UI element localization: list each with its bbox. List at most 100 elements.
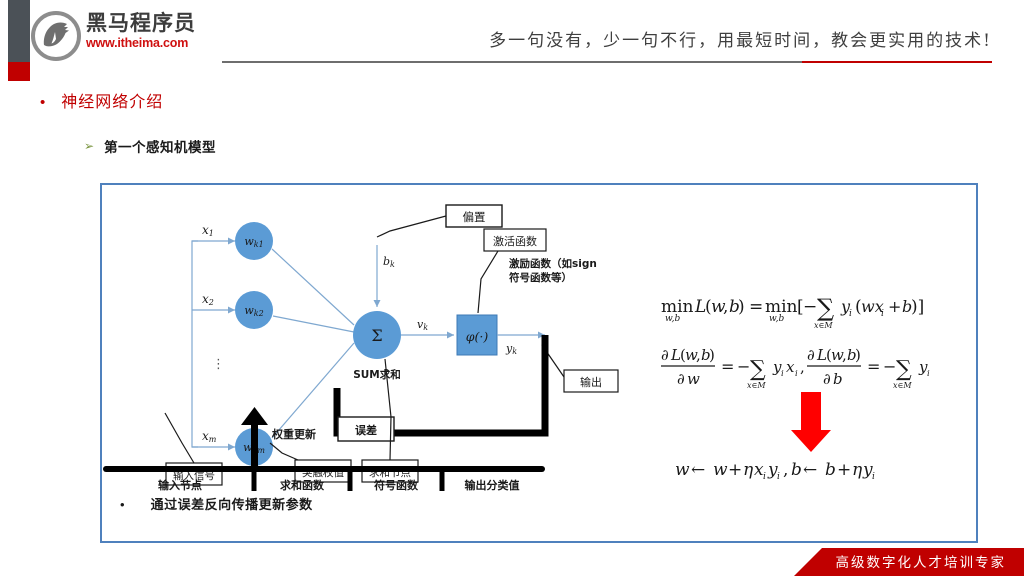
input-ellipsis-icon: ⋮ [212, 357, 225, 372]
chevron-right-icon: ➢ [84, 139, 95, 153]
svg-text:b: b [833, 370, 843, 388]
section-label-2: 符号函数 [374, 478, 419, 492]
svg-text:w,b: w,b [769, 314, 784, 324]
input-label-xm: xm [202, 429, 217, 444]
svg-text:∑: ∑ [817, 294, 834, 322]
svg-text:y: y [840, 297, 851, 316]
section-label-0: 输入节点 [158, 478, 202, 492]
header-rule-gray [222, 61, 802, 63]
svg-text:x∈M: x∈M [893, 381, 912, 390]
svg-text:y: y [767, 460, 778, 480]
svg-text:b: b [791, 460, 802, 480]
svg-text:+: + [837, 460, 851, 480]
sum-caption: SUM求和 [353, 368, 401, 381]
activation-function-box [483, 228, 547, 252]
svg-text:w: w [685, 346, 698, 364]
svg-text:min: min [765, 297, 798, 317]
svg-text:b: b [825, 460, 836, 480]
svg-text:激活函数: 激活函数 [493, 234, 537, 248]
svg-text:x: x [786, 358, 795, 376]
svg-text:min: min [661, 297, 694, 317]
svg-text:误差: 误差 [355, 423, 377, 437]
footer-slogan: 高级数字化人才培训专家 [835, 555, 1006, 571]
svg-text:∂: ∂ [807, 346, 815, 364]
svg-text:x: x [754, 460, 764, 480]
svg-text:输入信号: 输入信号 [173, 469, 215, 482]
logo-chinese-name: 黑马程序员 [86, 11, 196, 35]
svg-text:b: b [729, 297, 740, 317]
svg-text:): ) [738, 297, 745, 317]
svg-text:∂: ∂ [823, 370, 831, 388]
section-label-1: 求和函数 [280, 478, 325, 492]
svg-text:i: i [849, 309, 852, 319]
section-heading-level2-label: 第一个感知机模型 [104, 140, 217, 156]
svg-text:x∈M: x∈M [747, 381, 766, 390]
svg-text:∂: ∂ [661, 346, 669, 364]
sum-node [353, 311, 401, 359]
y-symbol: yk [505, 342, 517, 356]
svg-text:−: − [883, 357, 896, 376]
svg-text:(: ( [855, 297, 862, 317]
section-heading-level1: • 神经网络介绍 [40, 88, 163, 112]
section-heading-level1-label: 神经网络介绍 [61, 92, 164, 111]
v-symbol: vk [417, 318, 428, 332]
svg-text:,: , [783, 460, 788, 480]
svg-text:y: y [918, 358, 928, 376]
svg-text:,: , [723, 297, 728, 317]
weight-node-wk2 [235, 291, 273, 329]
svg-text:(: ( [705, 297, 712, 317]
svg-text:−: − [803, 297, 817, 317]
svg-text:η: η [743, 460, 754, 480]
content-frame: x1 x2 xm ⋮ wk1 wk2 wkm Σ SUM求和 偏置 bk [100, 183, 978, 543]
svg-text:[: [ [797, 297, 804, 317]
inbox-bullet-dot-icon: • [120, 497, 125, 512]
activation-note-line2: 符号函数等） [509, 271, 572, 284]
math-formulas-svg: min w,b L ( w , b ) = min w,b [ − ∑ x∈M … [661, 294, 930, 482]
svg-text:): ) [709, 346, 715, 364]
horse-head-logo-icon [31, 11, 81, 61]
math-formulas: min w,b L ( w , b ) = min w,b [ − ∑ x∈M … [657, 280, 977, 500]
svg-text:L: L [694, 297, 706, 317]
weight-update-arrow-icon [241, 407, 268, 471]
svg-text:i: i [881, 309, 884, 319]
svg-text:wx: wx [861, 297, 884, 316]
activation-note-line1: 激励函数（如sign [509, 257, 597, 270]
bias-symbol: bk [383, 255, 395, 269]
section-label-3: 输出分类值 [465, 478, 520, 492]
svg-text:b: b [847, 346, 857, 364]
weight-node-wk1 [235, 222, 273, 260]
input-label-x2: x2 [202, 292, 214, 307]
svg-text:+: + [888, 297, 901, 316]
svg-text:∑: ∑ [750, 357, 766, 382]
svg-text:): ) [855, 346, 861, 364]
svg-text:φ(·): φ(·) [466, 329, 489, 344]
svg-text:←: ← [803, 460, 817, 480]
svg-text:(: ( [680, 346, 686, 364]
output-box [563, 369, 619, 393]
svg-text:=: = [867, 357, 880, 376]
formula-gradients: ∂ L ( w , b ) ∂ w = − ∑ x∈M y i x [661, 346, 930, 390]
svg-text:y: y [772, 358, 782, 376]
svg-text:x∈M: x∈M [814, 321, 833, 330]
bullet-dot-icon: • [40, 94, 46, 111]
svg-text:b: b [701, 346, 711, 364]
svg-text:η: η [852, 460, 863, 480]
header-gray-accent-bar [8, 0, 30, 62]
svg-text:=: = [749, 297, 763, 317]
input-label-x1: x1 [202, 223, 214, 238]
svg-text:b: b [902, 297, 912, 316]
inbox-bullet: • 通过误差反向传播更新参数 [120, 494, 313, 513]
svg-text:i: i [795, 369, 798, 379]
svg-text:+: + [728, 460, 742, 480]
svg-text:,: , [696, 346, 701, 364]
header-tagline: 多一句没有，少一句不行，用最短时间，教会更实用的技术! [489, 31, 992, 51]
svg-text:输出: 输出 [580, 375, 602, 389]
svg-text:∂: ∂ [677, 370, 685, 388]
perceptron-diagram: x1 x2 xm ⋮ wk1 wk2 wkm Σ SUM求和 偏置 bk [102, 185, 662, 495]
svg-text:i: i [763, 472, 766, 482]
inbox-bullet-label: 通过误差反向传播更新参数 [150, 498, 313, 513]
svg-text:Σ: Σ [371, 326, 382, 345]
svg-text:i: i [872, 472, 875, 482]
red-down-arrow-icon [791, 392, 831, 452]
activation-node [456, 314, 498, 356]
